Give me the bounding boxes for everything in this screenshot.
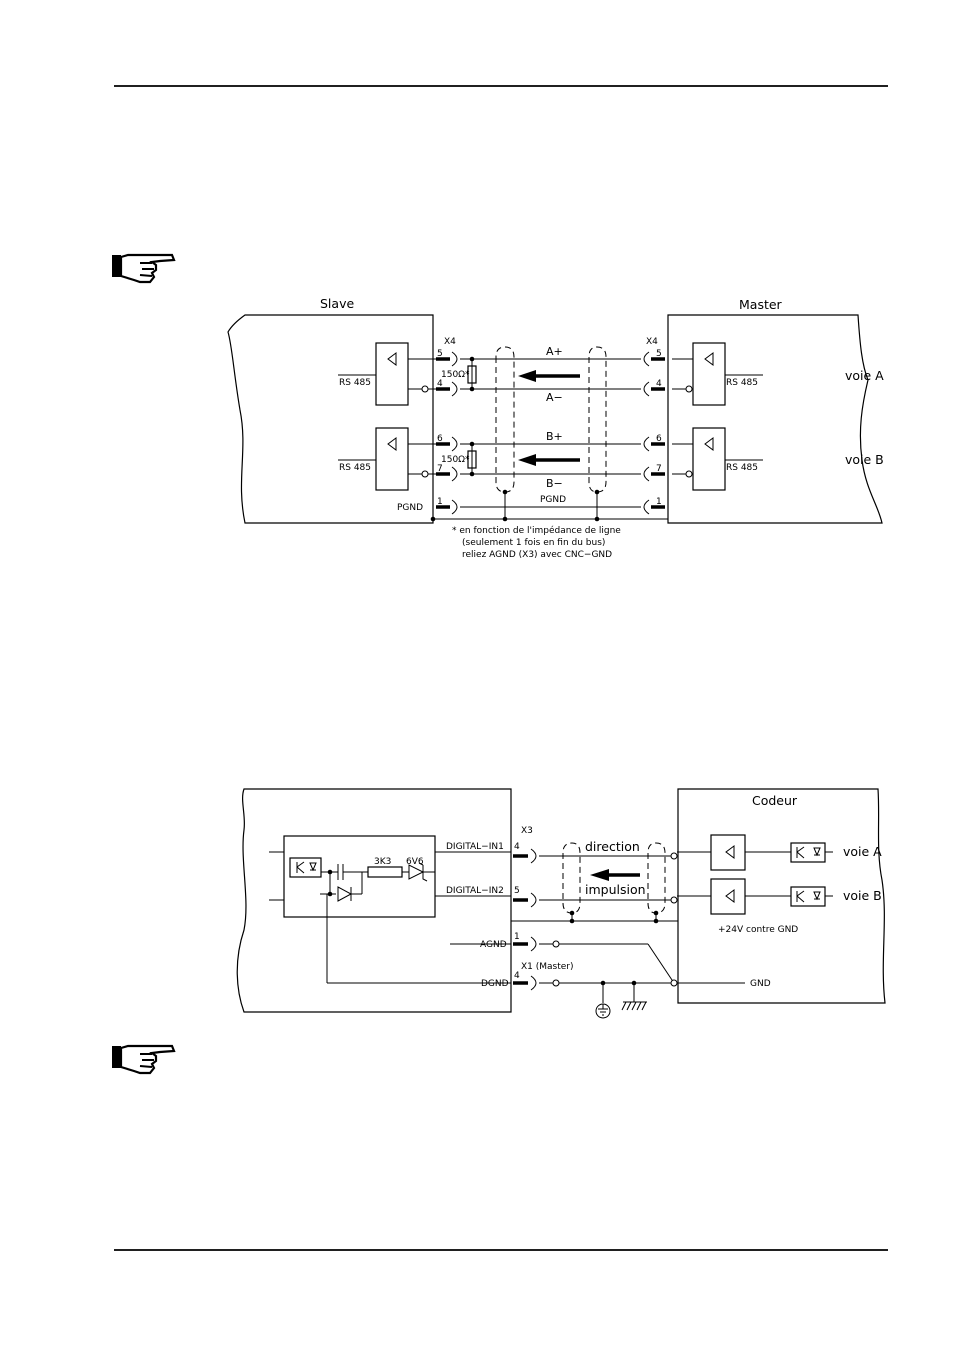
- encoder-driver-a: [710, 834, 746, 871]
- channel-label-a: voie A: [843, 844, 882, 859]
- cable-shield-left: [495, 346, 515, 493]
- resistor-label: 150Ω*: [441, 370, 470, 380]
- master-receiver-a: [692, 342, 726, 406]
- pin-label: 4: [437, 379, 443, 389]
- pgnd-label: PGND: [397, 503, 423, 513]
- cable-shield-right: [588, 346, 607, 493]
- pulse-signal-label: impulsion: [585, 882, 646, 897]
- channel-label-b: voie B: [845, 452, 884, 467]
- pin-label: 5: [656, 349, 662, 359]
- digital-in2-label: DIGITAL−IN2: [446, 886, 504, 896]
- signal-label-b-minus: B−: [546, 477, 563, 490]
- cable-shield-right: [647, 842, 666, 914]
- agnd-label: AGND: [480, 940, 507, 950]
- gnd-label: GND: [750, 979, 771, 989]
- channel-label-a: voie A: [845, 368, 884, 383]
- connector-x4-label: X4: [444, 337, 456, 347]
- termination-resistor: [467, 365, 477, 384]
- data-direction-arrow: [518, 370, 580, 382]
- connector-x3-label: X3: [521, 826, 533, 836]
- pin-label: 6: [437, 434, 443, 444]
- master-label: Master: [739, 297, 783, 312]
- rs485-label: RS 485: [726, 378, 758, 388]
- digital-in1-label: DIGITAL−IN1: [446, 842, 504, 852]
- supply-label: +24V contre GND: [718, 925, 798, 935]
- data-direction-arrow: [518, 454, 580, 466]
- encoder-box: [677, 788, 886, 1004]
- diode: [337, 886, 353, 902]
- footnote-line: (seulement 1 fois en fin du bus): [462, 538, 605, 548]
- pointing-hand-icon: [112, 253, 176, 284]
- slave-driver-a: [375, 342, 409, 406]
- signal-label-b-plus: B+: [546, 430, 563, 443]
- connector-x4-label: X4: [646, 337, 658, 347]
- master-box: [667, 314, 883, 524]
- pin-label: 7: [437, 464, 443, 474]
- pin-label: 4: [514, 971, 520, 981]
- x1-master-label: X1 (Master): [521, 962, 574, 972]
- rs485-label: RS 485: [339, 378, 371, 388]
- pgnd-label: PGND: [540, 495, 566, 505]
- pin-label: 1: [656, 497, 662, 507]
- zener-value: 6V6: [406, 857, 424, 867]
- footnote-line: * en fonction de l'impédance de ligne: [452, 525, 621, 536]
- pin-label: 5: [437, 349, 443, 359]
- cable-shield-left: [562, 842, 581, 914]
- encoder-label: Codeur: [752, 793, 798, 808]
- footnote-line: reliez AGND (X3) avec CNC−GND: [462, 550, 612, 560]
- input-circuit-block: [283, 835, 436, 918]
- pin-label: 7: [656, 464, 662, 474]
- slave-driver-b: [375, 427, 409, 491]
- pointing-hand-icon: [112, 1044, 176, 1075]
- rs485-wiring-diagram: Slave Master RS 485 RS 485 RS 485 RS 485: [227, 296, 884, 560]
- direction-signal-label: direction: [585, 839, 640, 854]
- optocoupler: [289, 857, 322, 878]
- channel-label-b: voie B: [843, 888, 882, 903]
- resistor-label: 150Ω*: [441, 455, 470, 465]
- rs485-label: RS 485: [726, 463, 758, 473]
- slave-box: [227, 314, 434, 524]
- protective-earth-icon: [595, 1003, 611, 1019]
- pin-label: 4: [656, 379, 662, 389]
- pin-label: 1: [514, 932, 520, 942]
- encoder-optocoupler: [790, 842, 826, 863]
- pin-label: 1: [437, 497, 443, 507]
- resistor-value: 3K3: [374, 857, 391, 867]
- chassis-ground-icon: [621, 1001, 647, 1011]
- resistor-3k3: [367, 866, 403, 878]
- data-direction-arrow: [590, 869, 640, 881]
- dgnd-label: DGND: [481, 979, 509, 989]
- master-receiver-b: [692, 427, 726, 491]
- master-connector-pins: [643, 351, 665, 515]
- slave-label: Slave: [320, 296, 354, 311]
- zener-diode: [408, 862, 428, 882]
- signal-label-a-minus: A−: [546, 391, 563, 404]
- slave-connector-pins: [436, 351, 458, 515]
- encoder-optocoupler: [790, 886, 826, 907]
- pin-label: 5: [514, 886, 520, 896]
- drive-box: [236, 788, 512, 1013]
- encoder-driver-b: [710, 878, 746, 915]
- termination-resistor: [467, 450, 477, 469]
- signal-label-a-plus: A+: [546, 345, 563, 358]
- rs485-label: RS 485: [339, 463, 371, 473]
- pin-label: 4: [514, 842, 520, 852]
- encoder-wiring-diagram: Codeur 3K3 6V6 DIGITAL−IN1: [236, 788, 886, 1019]
- pin-label: 6: [656, 434, 662, 444]
